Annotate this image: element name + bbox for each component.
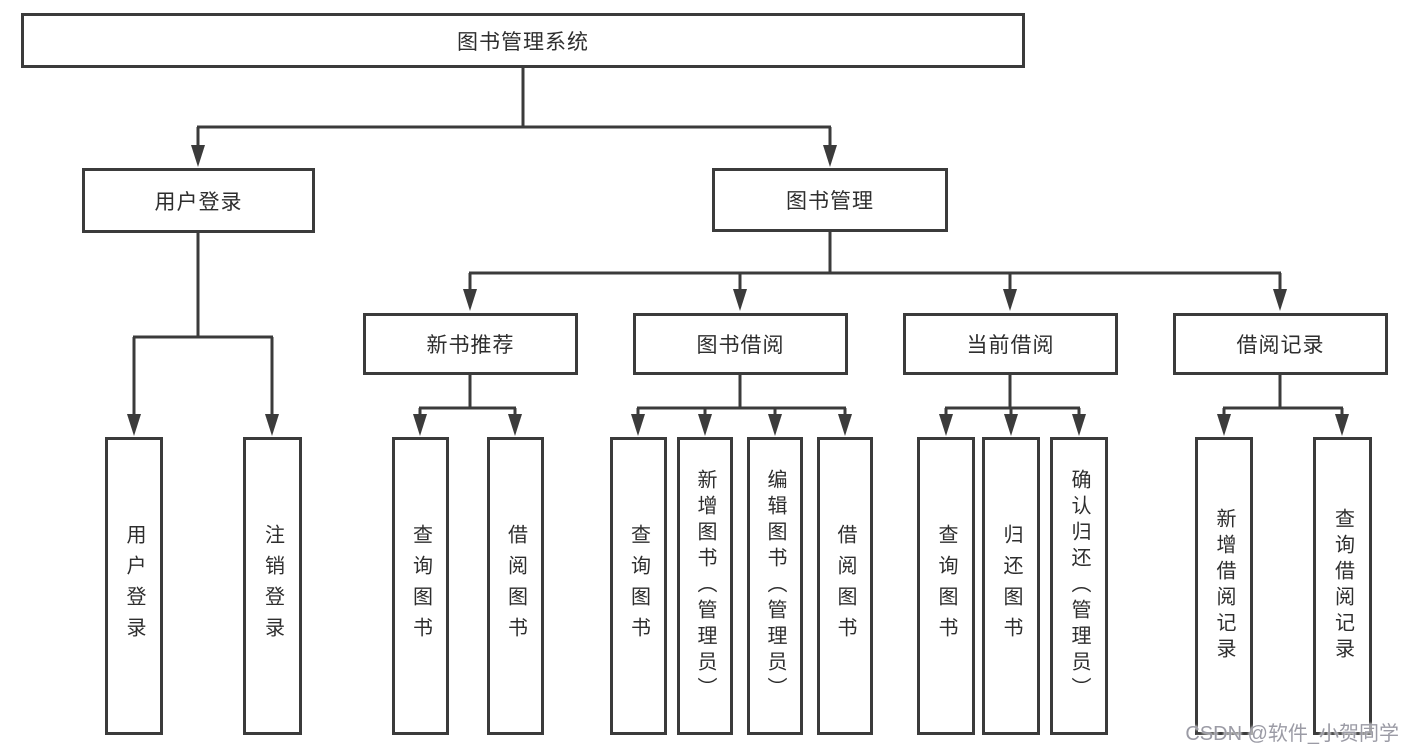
leaf-borrow-books-recommend: 借阅图书 xyxy=(487,437,544,735)
leaf-confirm-return-admin: 确认归还（管理员） xyxy=(1050,437,1108,735)
node-label: 确认归还（管理员） xyxy=(1068,469,1090,703)
node-user-login: 用户登录 xyxy=(82,168,315,233)
node-label: 查询图书 xyxy=(935,524,957,648)
node-label: 注销登录 xyxy=(261,524,284,648)
node-book-borrowing: 图书借阅 xyxy=(633,313,848,375)
leaf-edit-books-admin: 编辑图书（管理员） xyxy=(747,437,803,735)
node-label: 新增图书（管理员） xyxy=(694,469,716,703)
node-label: 查询图书 xyxy=(627,524,650,648)
leaf-query-borrow-record: 查询借阅记录 xyxy=(1313,437,1372,735)
leaf-user-login: 用户登录 xyxy=(105,437,163,735)
leaf-query-books-borrowing: 查询图书 xyxy=(610,437,667,735)
node-borrowing-records: 借阅记录 xyxy=(1173,313,1388,375)
leaf-query-books-current: 查询图书 xyxy=(917,437,975,735)
leaf-return-books: 归还图书 xyxy=(982,437,1040,735)
node-label: 借阅图书 xyxy=(834,524,856,648)
node-label: 借阅图书 xyxy=(504,524,527,648)
node-label: 图书借阅 xyxy=(696,334,785,357)
node-label: 当前借阅 xyxy=(966,334,1055,357)
leaf-logout: 注销登录 xyxy=(243,437,302,735)
node-book-management: 图书管理 xyxy=(712,168,948,232)
node-label: 图书管理 xyxy=(786,190,874,213)
node-label: 编辑图书（管理员） xyxy=(764,469,786,703)
leaf-add-books-admin: 新增图书（管理员） xyxy=(677,437,733,735)
node-label: 借阅记录 xyxy=(1236,334,1325,357)
node-label: 查询借阅记录 xyxy=(1331,508,1354,664)
node-label: 查询图书 xyxy=(409,524,432,648)
node-new-book-recommendation: 新书推荐 xyxy=(363,313,578,375)
node-label: 新增借阅记录 xyxy=(1213,508,1235,664)
leaf-borrow-books-borrowing: 借阅图书 xyxy=(817,437,873,735)
node-root-library-system: 图书管理系统 xyxy=(21,13,1025,68)
csdn-watermark: CSDN @软件_小贺同学 xyxy=(1185,723,1399,745)
node-label: 用户登录 xyxy=(123,524,145,648)
node-label: 用户登录 xyxy=(154,190,243,214)
node-label: 归还图书 xyxy=(1000,524,1022,648)
leaf-query-books-recommend: 查询图书 xyxy=(392,437,449,735)
node-label: 图书管理系统 xyxy=(457,30,589,54)
node-current-borrowing: 当前借阅 xyxy=(903,313,1118,375)
node-label: 新书推荐 xyxy=(426,334,515,357)
leaf-add-borrow-record: 新增借阅记录 xyxy=(1195,437,1253,735)
